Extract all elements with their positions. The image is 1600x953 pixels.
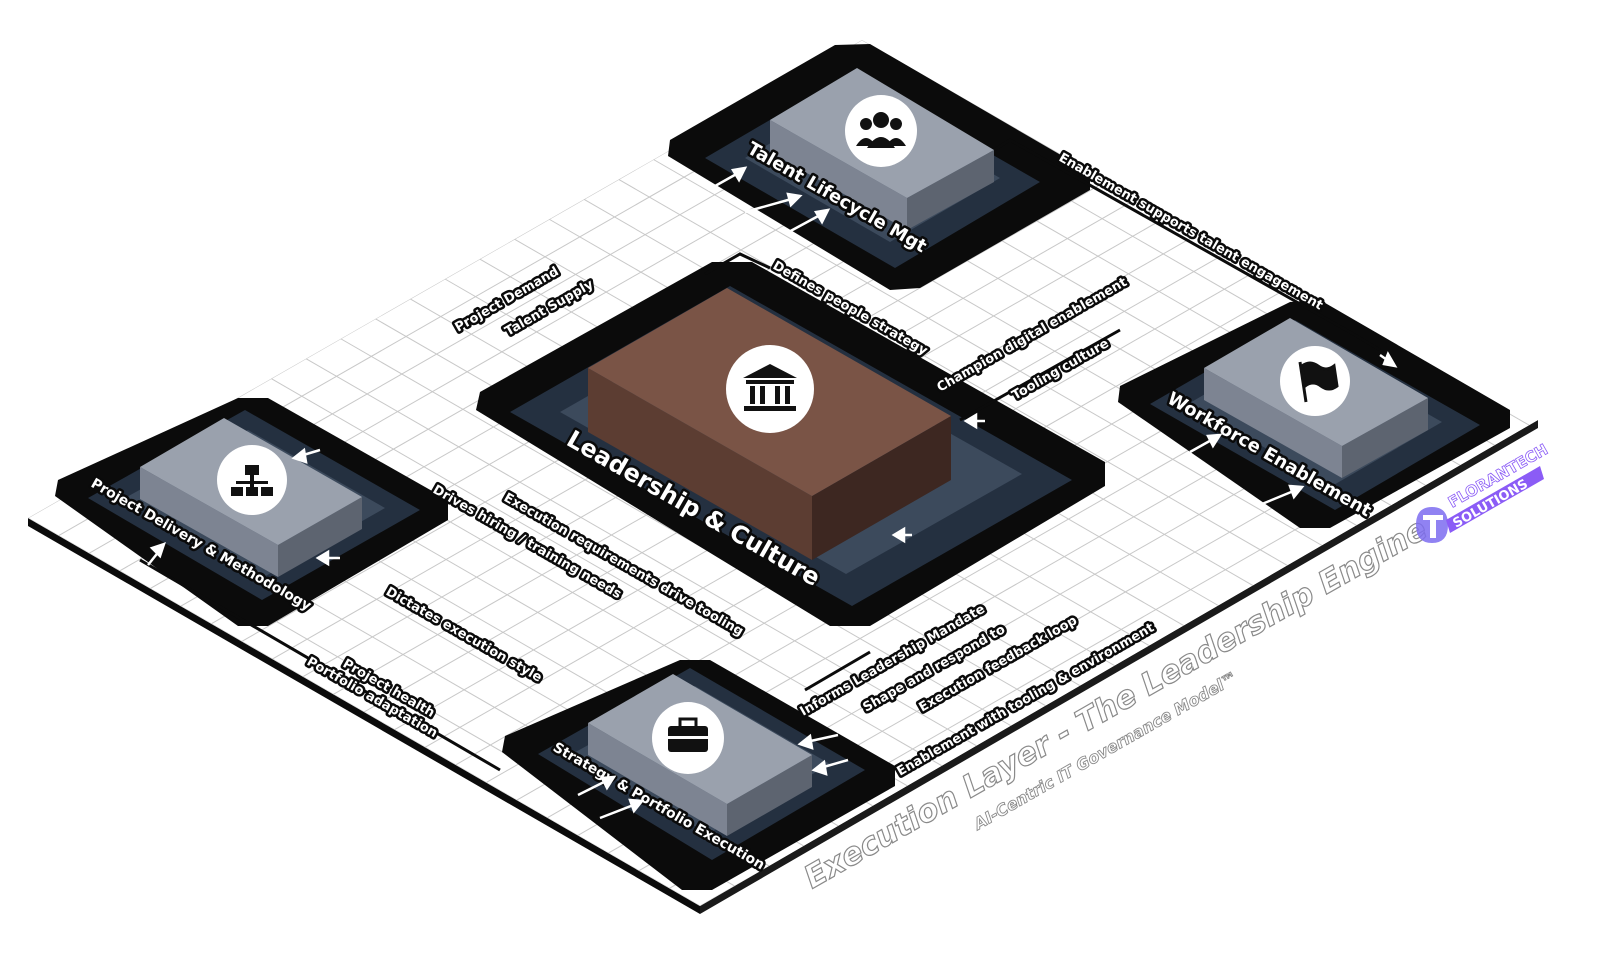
brand-badge [1446, 466, 1544, 533]
brand-t-logo-icon [1416, 507, 1448, 543]
flag-glyph [1298, 361, 1339, 403]
people-group-glyph [856, 112, 906, 148]
line-talent-to-workforce [993, 138, 1381, 352]
institution-icon [726, 345, 814, 433]
org-chart-glyph [231, 465, 273, 496]
workforce-box-front [1204, 368, 1342, 478]
center-box-side [812, 416, 951, 560]
platform-bottom-edge [28, 518, 700, 914]
line-center-to-strategy [804, 650, 871, 692]
connector-lines [139, 138, 1381, 772]
line-project-to-strategy [139, 558, 501, 772]
line-center-to-talent [704, 252, 771, 276]
node-workforce[interactable]: Workforce Enablement [1118, 300, 1510, 528]
connector-arrows [147, 166, 1398, 820]
talent-box-front [770, 120, 907, 230]
node-center[interactable]: Leadership & Culture [476, 262, 1105, 626]
briefcase-glyph [668, 717, 708, 752]
institution-glyph [743, 364, 797, 411]
platform-right-edge [700, 420, 1538, 914]
project-box-front [140, 467, 278, 577]
workforce-box-side [1342, 398, 1428, 478]
strategy-box-front [588, 723, 727, 836]
strategy-box-side [727, 755, 812, 836]
talent-box-side [907, 150, 994, 230]
center-box-front [588, 368, 812, 560]
line-center-to-workforce [959, 328, 1121, 422]
project-box-side [278, 497, 362, 577]
people-group-icon [845, 95, 917, 167]
